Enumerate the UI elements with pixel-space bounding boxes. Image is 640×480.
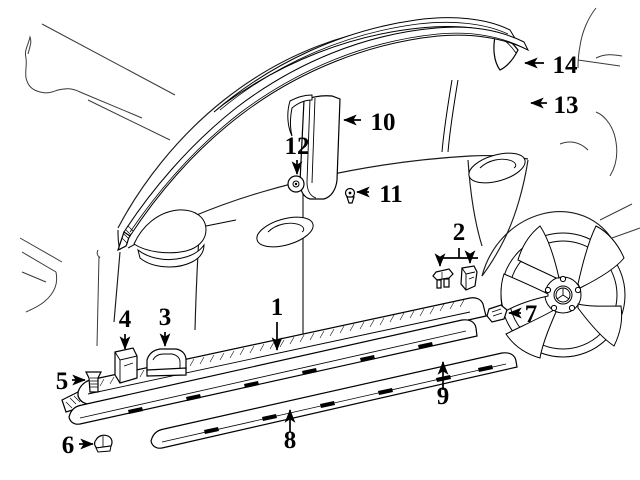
callout-number-4: 4 <box>119 306 132 333</box>
callout-number-12: 12 <box>285 133 310 160</box>
lower-strip-tabs <box>204 365 493 434</box>
clip-part-7 <box>486 304 508 323</box>
grommet-cap-part-6 <box>94 434 113 453</box>
callout-number-11: 11 <box>379 181 403 208</box>
side-mirror <box>133 209 237 268</box>
callout-number-13: 13 <box>554 92 579 119</box>
callout-number-3: 3 <box>159 304 172 331</box>
rear-door-handle <box>468 152 526 184</box>
callout-number-8: 8 <box>284 427 297 454</box>
rear-wheel <box>500 225 626 359</box>
rocker-molding-lower <box>68 319 478 425</box>
expansion-rivet-part-5 <box>85 371 102 393</box>
callout-number-1: 1 <box>271 294 284 321</box>
clip-part-3 <box>146 348 187 377</box>
callout-leaders <box>72 57 547 450</box>
molding-tabs <box>128 342 433 414</box>
screw-part-11 <box>344 187 356 204</box>
lower-trim-strip <box>150 352 518 449</box>
callout-number-5: 5 <box>56 368 69 395</box>
clip-part-4 <box>114 347 138 384</box>
callout-numbers: 1 2 3 4 5 6 7 8 9 10 11 12 13 14 <box>56 52 579 459</box>
window-divider <box>441 79 459 153</box>
callout-number-9: 9 <box>437 383 450 410</box>
wheel-spokes <box>500 225 625 359</box>
clip-part-2a <box>432 268 454 289</box>
b-pillar-cover-part <box>287 94 341 200</box>
clip-part-2b <box>460 265 478 291</box>
callout-number-7: 7 <box>525 301 538 328</box>
front-door-handle <box>256 216 314 248</box>
callout-number-14: 14 <box>553 52 579 79</box>
context-lines <box>19 7 640 347</box>
blanking-plug-part-12 <box>287 175 305 193</box>
roof-rail-trim <box>116 17 530 252</box>
wheel-center-emblem <box>555 287 571 303</box>
callout-number-6: 6 <box>62 432 75 459</box>
wheel-lug-bolts <box>544 275 582 312</box>
callout-number-10: 10 <box>371 109 396 136</box>
callout-number-2: 2 <box>453 219 466 246</box>
